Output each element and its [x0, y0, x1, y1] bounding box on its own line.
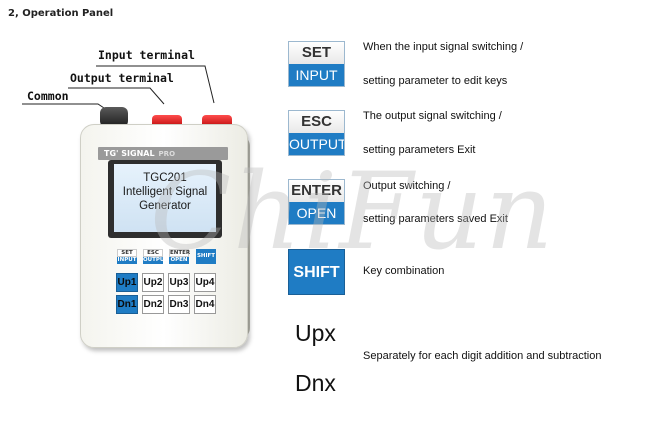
mini-key-bottom: INPUT — [117, 257, 137, 264]
device-screen: TGC201 Intelligent Signal Generator — [114, 164, 216, 232]
mini-key-top: SET — [117, 249, 137, 257]
legend-key-top: ENTER — [289, 180, 344, 202]
esc-output-desc-1: The output signal switching / — [363, 110, 502, 122]
output-terminal-label: Output terminal — [70, 71, 174, 85]
common-terminal-knob — [100, 107, 128, 127]
legend-enter-open-key: ENTER OPEN — [288, 179, 345, 225]
updn-desc: Separately for each digit addition and s… — [363, 350, 602, 362]
upx-label: Upx — [295, 320, 336, 346]
enter-open-desc-1: Output switching / — [363, 180, 451, 192]
set-input-desc-2: setting parameter to edit keys — [363, 75, 508, 87]
device-dn4-key[interactable]: Dn4 — [194, 295, 216, 314]
device-brand-suffix: PRO — [158, 150, 176, 158]
esc-output-desc-2: setting parameters Exit — [363, 144, 476, 156]
device-set-input-key[interactable]: SET INPUT — [117, 249, 137, 264]
input-terminal-line — [96, 65, 215, 104]
shift-desc: Key combination — [363, 265, 445, 277]
device-dn1-key[interactable]: Dn1 — [116, 295, 138, 314]
device-dn3-key[interactable]: Dn3 — [168, 295, 190, 314]
legend-key-top: SET — [289, 42, 344, 64]
device-up4-key[interactable]: Up4 — [194, 273, 216, 292]
legend-set-input-key: SET INPUT — [288, 41, 345, 87]
legend-key-bottom: INPUT — [289, 64, 344, 86]
legend-shift-key: SHIFT — [288, 249, 345, 295]
input-terminal-label: Input terminal — [98, 48, 195, 62]
device-shift-key[interactable]: SHIFT — [196, 249, 216, 264]
device-brand: TG' SIGNAL — [104, 149, 155, 158]
output-terminal-line — [68, 87, 165, 105]
device-enter-open-key[interactable]: ENTER OPEN — [169, 249, 191, 264]
legend-key-bottom: OPEN — [289, 202, 344, 224]
screen-line-2: Intelligent Signal — [122, 186, 208, 198]
common-terminal-label: Common — [27, 89, 69, 103]
mini-key-bottom: OUTPUT — [143, 257, 169, 264]
screen-line-3: Generator — [139, 200, 191, 212]
dnx-label: Dnx — [295, 370, 336, 396]
mini-key-top: ESC — [143, 249, 163, 257]
enter-open-desc-2: setting parameters saved Exit — [363, 213, 508, 225]
legend-esc-output-key: ESC OUTPUT — [288, 110, 345, 156]
device-up2-key[interactable]: Up2 — [142, 273, 164, 292]
section-heading: 2, Operation Panel — [8, 8, 114, 19]
mini-key-top: ENTER — [169, 249, 191, 257]
legend-key-top: ESC — [289, 111, 344, 133]
device-dn2-key[interactable]: Dn2 — [142, 295, 164, 314]
legend-key-bottom: OUTPUT — [289, 133, 344, 155]
watermark: ChiFun — [150, 150, 556, 273]
device-up3-key[interactable]: Up3 — [168, 273, 190, 292]
device-esc-output-key[interactable]: ESC OUTPUT — [143, 249, 169, 264]
common-terminal-line — [22, 103, 111, 113]
mini-key-bottom: OPEN — [169, 257, 189, 264]
screen-model: TGC201 — [143, 172, 187, 184]
set-input-desc-1: When the input signal switching / — [363, 41, 524, 53]
device-up1-key[interactable]: Up1 — [116, 273, 138, 292]
